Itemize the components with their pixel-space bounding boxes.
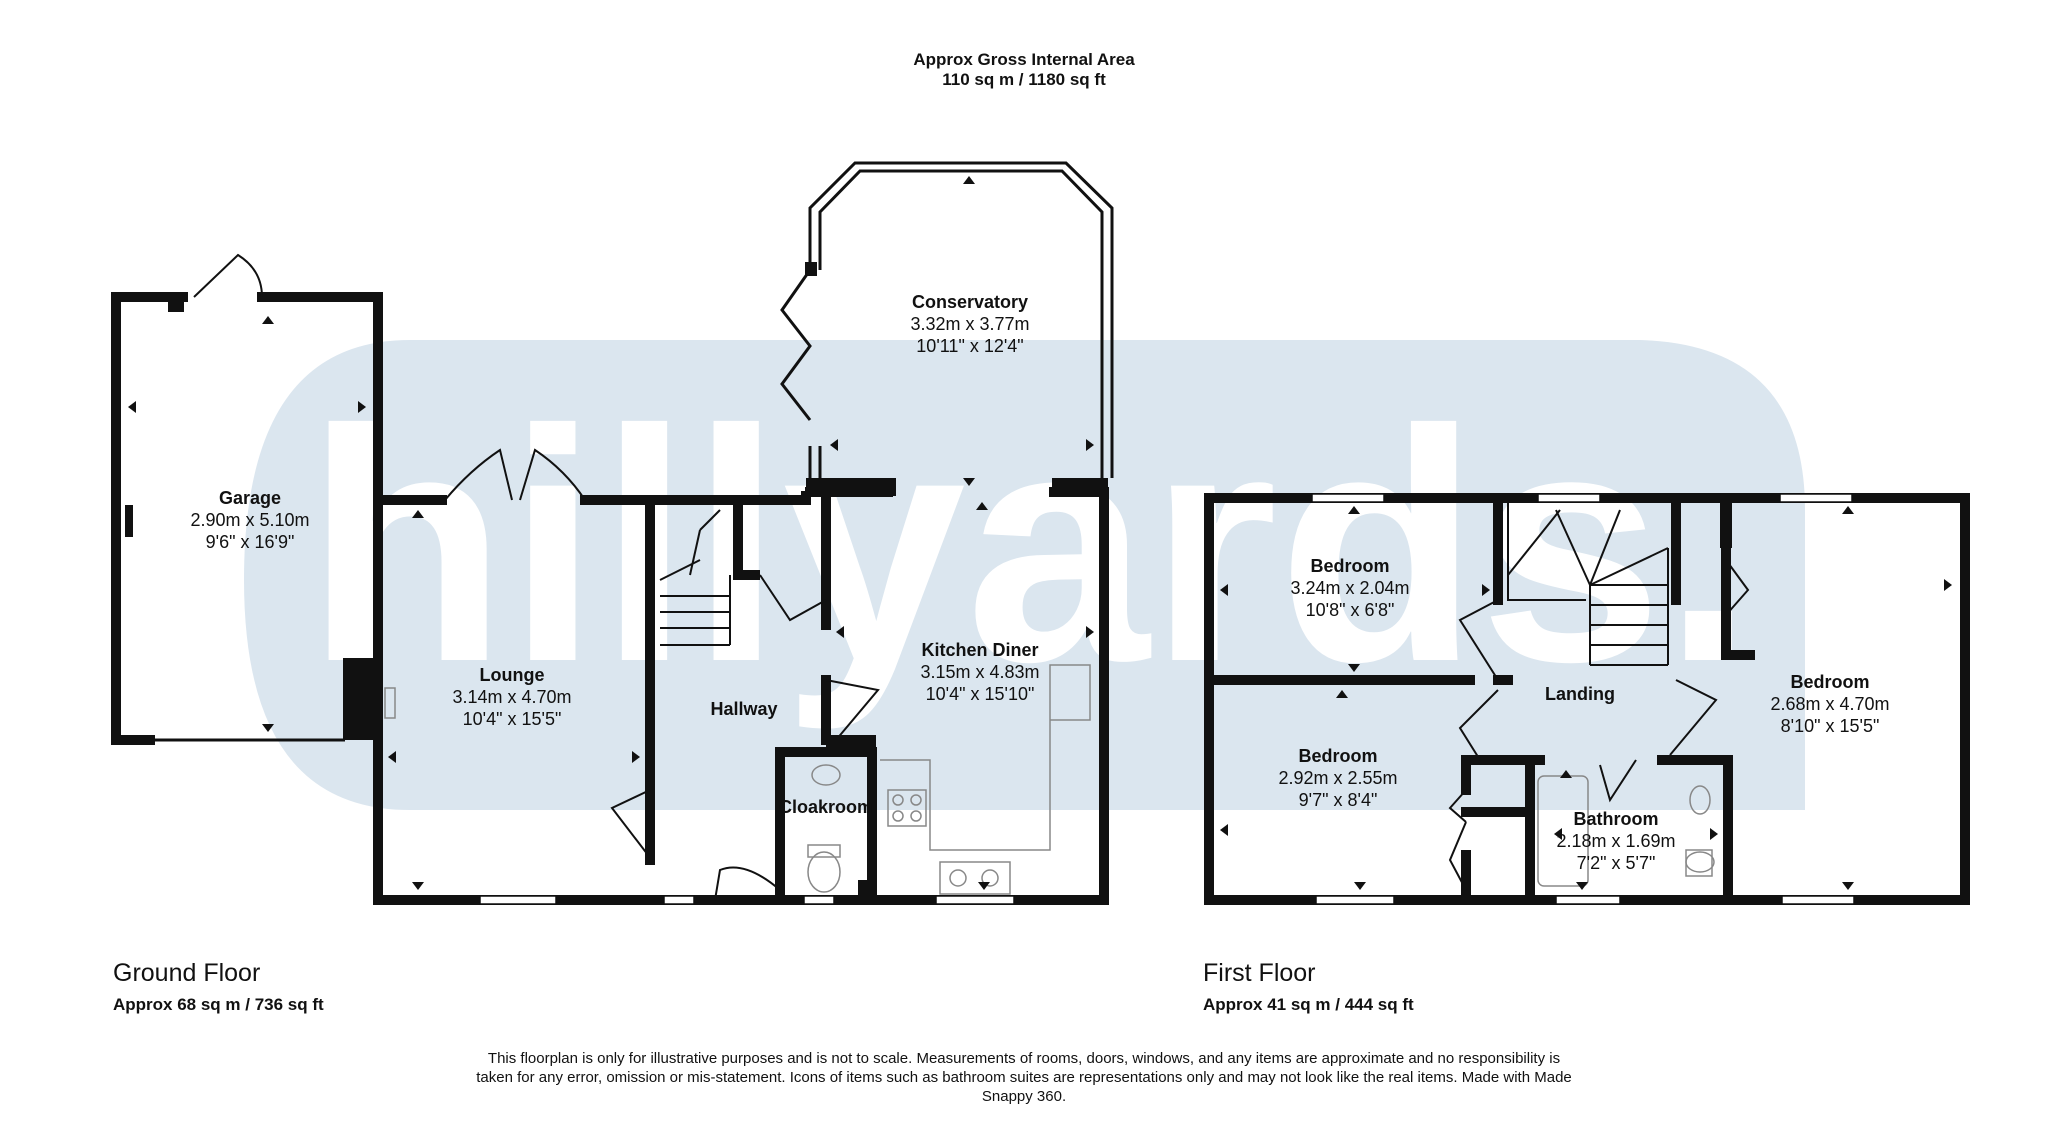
- lounge-french-doors: [444, 448, 586, 501]
- room-bedroom-1: Bedroom 3.24m x 2.04m 10'8" x 6'8": [1250, 555, 1450, 621]
- room-lounge: Lounge 3.14m x 4.70m 10'4" x 15'5": [412, 664, 612, 730]
- room-imperial: 8'10" x 15'5": [1780, 716, 1880, 736]
- room-name: Hallway: [710, 699, 778, 719]
- gross-area-header: Approx Gross Internal Area 110 sq m / 11…: [874, 50, 1174, 90]
- watermark-logo: hillyards.: [244, 340, 1805, 810]
- room-name: Bedroom: [1310, 556, 1390, 576]
- room-imperial: 10'4" x 15'5": [462, 709, 562, 729]
- room-metric: 3.24m x 2.04m: [1290, 578, 1410, 598]
- room-name: Cloakroom: [778, 797, 874, 817]
- room-name: Bathroom: [1573, 809, 1659, 829]
- room-hallway: Hallway: [674, 698, 814, 720]
- room-metric: 3.15m x 4.83m: [920, 662, 1040, 682]
- room-kitchen-diner: Kitchen Diner 3.15m x 4.83m 10'4" x 15'1…: [870, 639, 1090, 705]
- first-floor-area: Approx 41 sq m / 444 sq ft: [1203, 995, 1414, 1014]
- gross-area-title: Approx Gross Internal Area: [913, 50, 1135, 69]
- disclaimer-text: This floorplan is only for illustrative …: [476, 1050, 1572, 1105]
- gross-area-value: 110 sq m / 1180 sq ft: [942, 70, 1106, 89]
- first-floor-windows: [1311, 493, 1855, 905]
- first-floor-label: First Floor: [1203, 959, 1316, 987]
- garage-wall-detail: [125, 505, 133, 537]
- room-imperial: 9'7" x 8'4": [1298, 790, 1378, 810]
- room-metric: 2.68m x 4.70m: [1770, 694, 1890, 714]
- room-name: Bedroom: [1790, 672, 1870, 692]
- hall-stairs: [659, 509, 731, 646]
- ground-windows: [479, 895, 1015, 905]
- room-imperial: 7'2" x 5'7": [1576, 853, 1656, 873]
- garage-door-swing: [193, 253, 263, 298]
- landing-stairs: [1507, 498, 1669, 666]
- room-imperial: 10'4" x 15'10": [925, 684, 1035, 704]
- ground-floor-label: Ground Floor: [113, 959, 261, 987]
- room-bedroom-3: Bedroom 2.68m x 4.70m 8'10" x 15'5": [1730, 671, 1930, 737]
- room-name: Bedroom: [1298, 746, 1378, 766]
- watermark-band: [244, 340, 1805, 810]
- room-bedroom-2: Bedroom 2.92m x 2.55m 9'7" x 8'4": [1238, 745, 1438, 811]
- room-metric: 2.92m x 2.55m: [1278, 768, 1398, 788]
- room-name: Lounge: [479, 665, 545, 685]
- room-name: Conservatory: [911, 292, 1029, 312]
- room-imperial: 10'8" x 6'8": [1305, 600, 1395, 620]
- conservatory-frame: [780, 161, 1114, 490]
- room-landing: Landing: [1510, 683, 1650, 705]
- room-name: Garage: [218, 488, 282, 508]
- room-metric: 3.32m x 3.77m: [910, 314, 1030, 334]
- room-name: Landing: [1545, 684, 1615, 704]
- garage-pier: [343, 658, 373, 740]
- ground-floor-area: Approx 68 sq m / 736 sq ft: [113, 995, 324, 1014]
- watermark-text: hillyards.: [306, 361, 1755, 732]
- room-metric: 2.90m x 5.10m: [190, 510, 310, 530]
- room-bathroom: Bathroom 2.18m x 1.69m 7'2" x 5'7": [1516, 808, 1716, 874]
- kitchen-units: [880, 664, 1091, 895]
- dimension-markers: [128, 176, 1952, 890]
- room-cloakroom: Cloakroom: [756, 796, 896, 818]
- room-metric: 2.18m x 1.69m: [1556, 831, 1676, 851]
- room-garage: Garage 2.90m x 5.10m 9'6" x 16'9": [150, 487, 350, 553]
- room-conservatory: Conservatory 3.32m x 3.77m 10'11" x 12'4…: [860, 291, 1080, 357]
- room-metric: 3.14m x 4.70m: [452, 687, 572, 707]
- room-imperial: 9'6" x 16'9": [205, 532, 295, 552]
- cloakroom-suite: [807, 764, 841, 893]
- room-name: Kitchen Diner: [921, 640, 1039, 660]
- room-imperial: 10'11" x 12'4": [916, 336, 1024, 356]
